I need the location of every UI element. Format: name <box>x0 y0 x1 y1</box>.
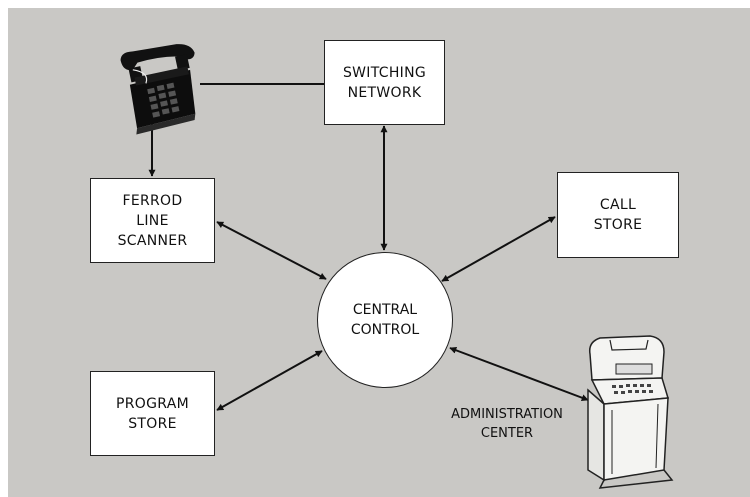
teletypewriter-terminal-icon <box>587 335 674 489</box>
program-store-box: PROGRAM STORE <box>90 371 215 456</box>
ferrod-line-scanner-box: FERROD LINE SCANNER <box>90 178 215 263</box>
arrow-line-scanner-central-control <box>216 221 327 280</box>
telephone-icon <box>120 44 196 135</box>
arrow-call-store-central-control <box>441 216 556 282</box>
arrow-program-store-central-control <box>216 350 323 411</box>
arrow-administration-center-central-control <box>449 346 589 402</box>
switching-network-box: SWITCHING NETWORK <box>324 40 445 125</box>
central-control-circle: CENTRAL CONTROL <box>317 252 453 388</box>
administration-center-label: ADMINISTRATION CENTER <box>451 407 563 441</box>
call-store-box: CALL STORE <box>557 172 679 258</box>
